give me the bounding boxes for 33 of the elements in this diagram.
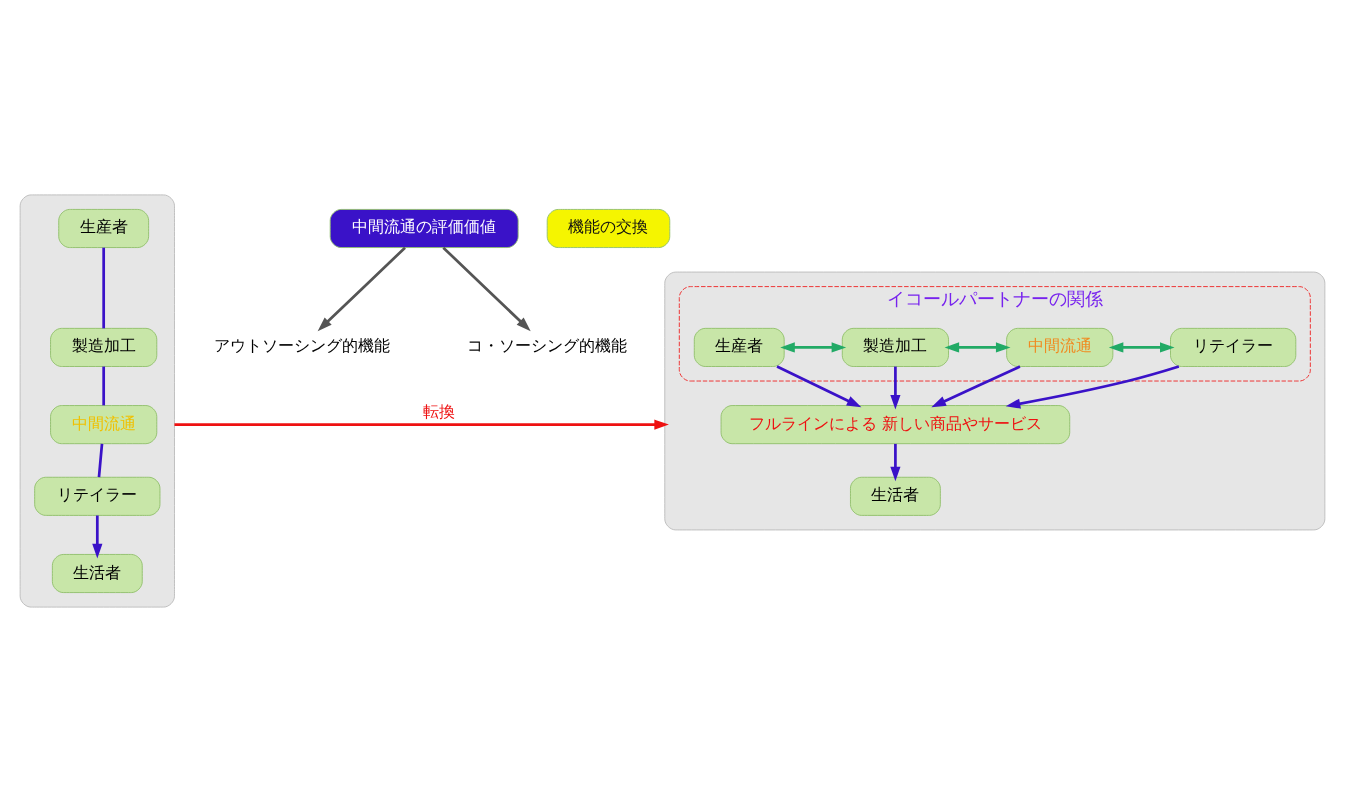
cluster	[19, 194, 175, 608]
cluster	[664, 271, 1326, 531]
arrow	[931, 365, 1021, 408]
connector	[102, 247, 106, 329]
node-box: 製造加工	[841, 327, 949, 367]
node-text: コ・ソーシング的機能	[466, 336, 627, 356]
node-box: 生産者	[693, 327, 785, 367]
node-box: 生活者	[850, 476, 941, 516]
arrow	[776, 365, 862, 408]
node-text: アウトソーシング的機能	[213, 336, 390, 356]
node-box: 中間流通の評価価値	[329, 208, 519, 248]
arrow	[317, 246, 406, 332]
node-box: 生活者	[51, 554, 143, 594]
node-box: 製造加工	[50, 327, 158, 367]
node-box: リテイラー	[34, 476, 161, 516]
arrow	[780, 342, 847, 353]
arrow	[442, 246, 531, 332]
connector	[102, 366, 106, 406]
node-box: 中間流通	[50, 405, 158, 445]
arrow	[890, 366, 901, 410]
arrow	[1108, 342, 1175, 353]
node-box: 生産者	[58, 208, 150, 248]
node-box: 機能の交換	[546, 208, 671, 248]
arrow	[944, 342, 1011, 353]
arrow	[92, 515, 103, 559]
node-box: リテイラー	[1170, 327, 1297, 367]
node-box: 中間流通	[1006, 327, 1114, 367]
edge-label: 転換	[422, 401, 455, 421]
arrow	[1005, 365, 1180, 409]
arrow	[174, 419, 669, 430]
connector	[97, 443, 104, 478]
arrow	[890, 443, 901, 482]
node-box: フルラインによる 新しい商品やサービス	[720, 405, 1071, 445]
